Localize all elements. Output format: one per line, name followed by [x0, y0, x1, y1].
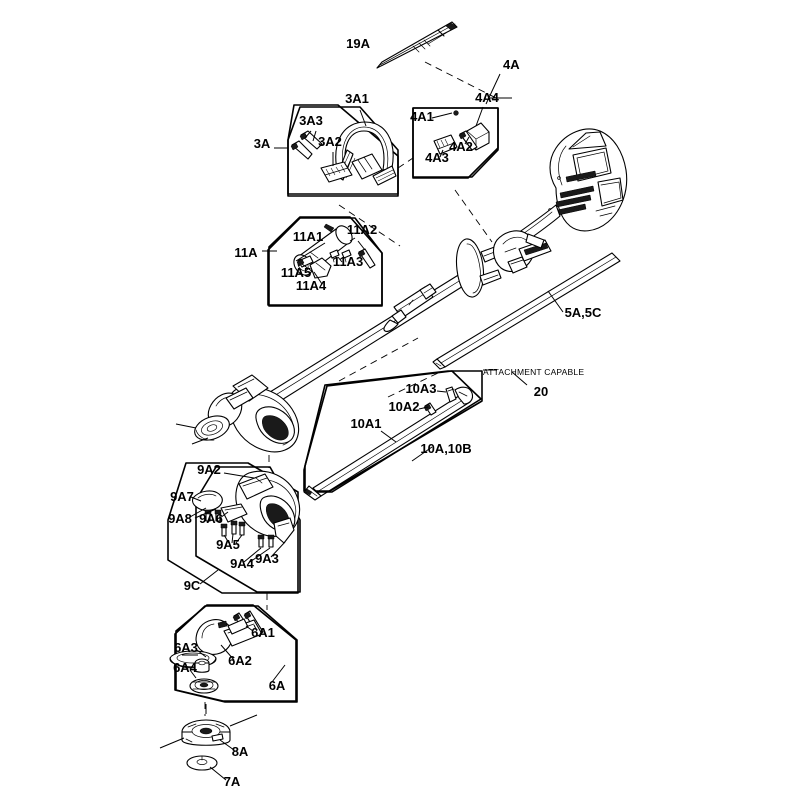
callout-label-4A[interactable]: 4A [503, 57, 520, 72]
part-9A3-bracket[interactable] [273, 517, 295, 544]
assembly-guide-lines [338, 61, 501, 247]
callout-label-9A3[interactable]: 9A3 [255, 551, 279, 566]
callout-label-19A[interactable]: 19A [346, 36, 370, 51]
part-8A-spool-head[interactable] [159, 704, 258, 749]
callout-label-9A8[interactable]: 9A8 [168, 511, 192, 526]
leader-lines-9C [189, 472, 286, 585]
callout-label-3A[interactable]: 3A [254, 136, 271, 151]
part-6A4-washer-set[interactable] [189, 678, 219, 694]
part-5A-5C-rod[interactable] [432, 252, 621, 370]
callout-label-3A3[interactable]: 3A3 [299, 113, 323, 128]
leader-lines-10A [380, 369, 528, 462]
throttle-grip-assembly[interactable] [492, 230, 552, 274]
callout-label-11A4[interactable]: 11A4 [296, 278, 327, 293]
part-11A3-washers[interactable] [329, 249, 352, 263]
part-6A3-spacer[interactable] [194, 658, 210, 673]
leader-line-5A5C [547, 290, 564, 313]
callout-label-9A4[interactable]: 9A4 [230, 556, 255, 571]
leader-lines-11A [262, 237, 366, 285]
part-9A6-blade[interactable] [220, 503, 248, 523]
callout-label-9A6[interactable]: 9A6 [199, 511, 223, 526]
callout-label-7A[interactable]: 7A [224, 774, 241, 789]
callout-label-9A2[interactable]: 9A2 [197, 462, 221, 477]
callout-label-6A4[interactable]: 6A4 [173, 660, 198, 675]
callout-label-6A1[interactable]: 6A1 [251, 625, 275, 640]
callout-label-10A10B[interactable]: 10A,10B [420, 441, 471, 456]
callout-label-20[interactable]: 20 [534, 384, 548, 399]
callout-label-6A[interactable]: 6A [269, 678, 286, 693]
callout-label-4A2[interactable]: 4A2 [449, 139, 473, 154]
callout-label-11A2[interactable]: 11A2 [347, 222, 377, 237]
part-9A5-screws[interactable] [220, 520, 246, 537]
group-10A-outline-fix [304, 370, 482, 493]
callout-label-8A[interactable]: 8A [232, 744, 249, 759]
part-10A1-attachment-shaft[interactable] [303, 386, 474, 501]
callout-label-10A2[interactable]: 10A2 [388, 399, 419, 414]
callout-label-4A4[interactable]: 4A4 [475, 90, 500, 105]
callout-label-3A1[interactable]: 3A1 [345, 91, 369, 106]
callout-label-6A2[interactable]: 6A2 [228, 653, 252, 668]
group-4A-outline2 [412, 107, 499, 179]
attachment-capable-note: ATTACHMENT CAPABLE [483, 367, 584, 377]
callout-label-11A[interactable]: 11A [234, 245, 258, 260]
assembly-guide-10A [338, 337, 439, 398]
callout-label-11A3[interactable]: 11A3 [333, 254, 363, 269]
part-3A3-screws[interactable] [290, 130, 323, 160]
leader-lines-8A-7A [209, 739, 235, 781]
leader-lines-4A [431, 73, 512, 158]
group-11A-outline2 [268, 216, 383, 307]
callout-label-5A5C[interactable]: 5A,5C [565, 305, 602, 320]
part-9A7-cap[interactable] [191, 490, 223, 511]
part-19A-shaft[interactable] [376, 21, 458, 69]
part-4A3-clamp[interactable] [433, 134, 458, 155]
callout-label-6A3[interactable]: 6A3 [174, 640, 198, 655]
callout-label-11A5[interactable]: 11A5 [281, 265, 311, 280]
handlebar-installed[interactable] [455, 238, 505, 298]
group-6A-outline-fix [175, 604, 297, 702]
callout-label-3A2[interactable]: 3A2 [318, 134, 342, 149]
group-3A-outline [287, 104, 399, 197]
part-3A2-clamp[interactable] [320, 161, 353, 183]
part-10A3-pin[interactable] [445, 386, 457, 403]
callout-label-11A1[interactable]: 11A1 [293, 229, 323, 244]
callout-label-10A1[interactable]: 10A1 [350, 416, 381, 431]
part-7A-washer[interactable] [186, 755, 218, 771]
callout-label-9A7[interactable]: 9A7 [170, 489, 194, 504]
callout-label-4A3[interactable]: 4A3 [425, 150, 449, 165]
part-4A2-screw[interactable] [458, 130, 478, 151]
part-4A1-pin[interactable] [453, 110, 459, 116]
part-11A2-screw[interactable] [357, 248, 376, 269]
callout-label-9C[interactable]: 9C [184, 578, 201, 593]
leader-lines-3A [274, 109, 367, 166]
leader-lines-6A [182, 624, 286, 683]
group-9C-outline-fix [167, 462, 299, 594]
powerhead-engine-housing[interactable] [507, 128, 628, 251]
part-9A4-screws[interactable] [257, 534, 275, 548]
group-9C-outline [195, 466, 301, 593]
callout-label-10A3[interactable]: 10A3 [405, 381, 436, 396]
trimmer-head-assembled[interactable] [175, 374, 300, 453]
assembly-guide-9C [266, 455, 270, 610]
callout-label-9A5[interactable]: 9A5 [216, 537, 240, 552]
callout-label-4A1[interactable]: 4A1 [410, 109, 434, 124]
